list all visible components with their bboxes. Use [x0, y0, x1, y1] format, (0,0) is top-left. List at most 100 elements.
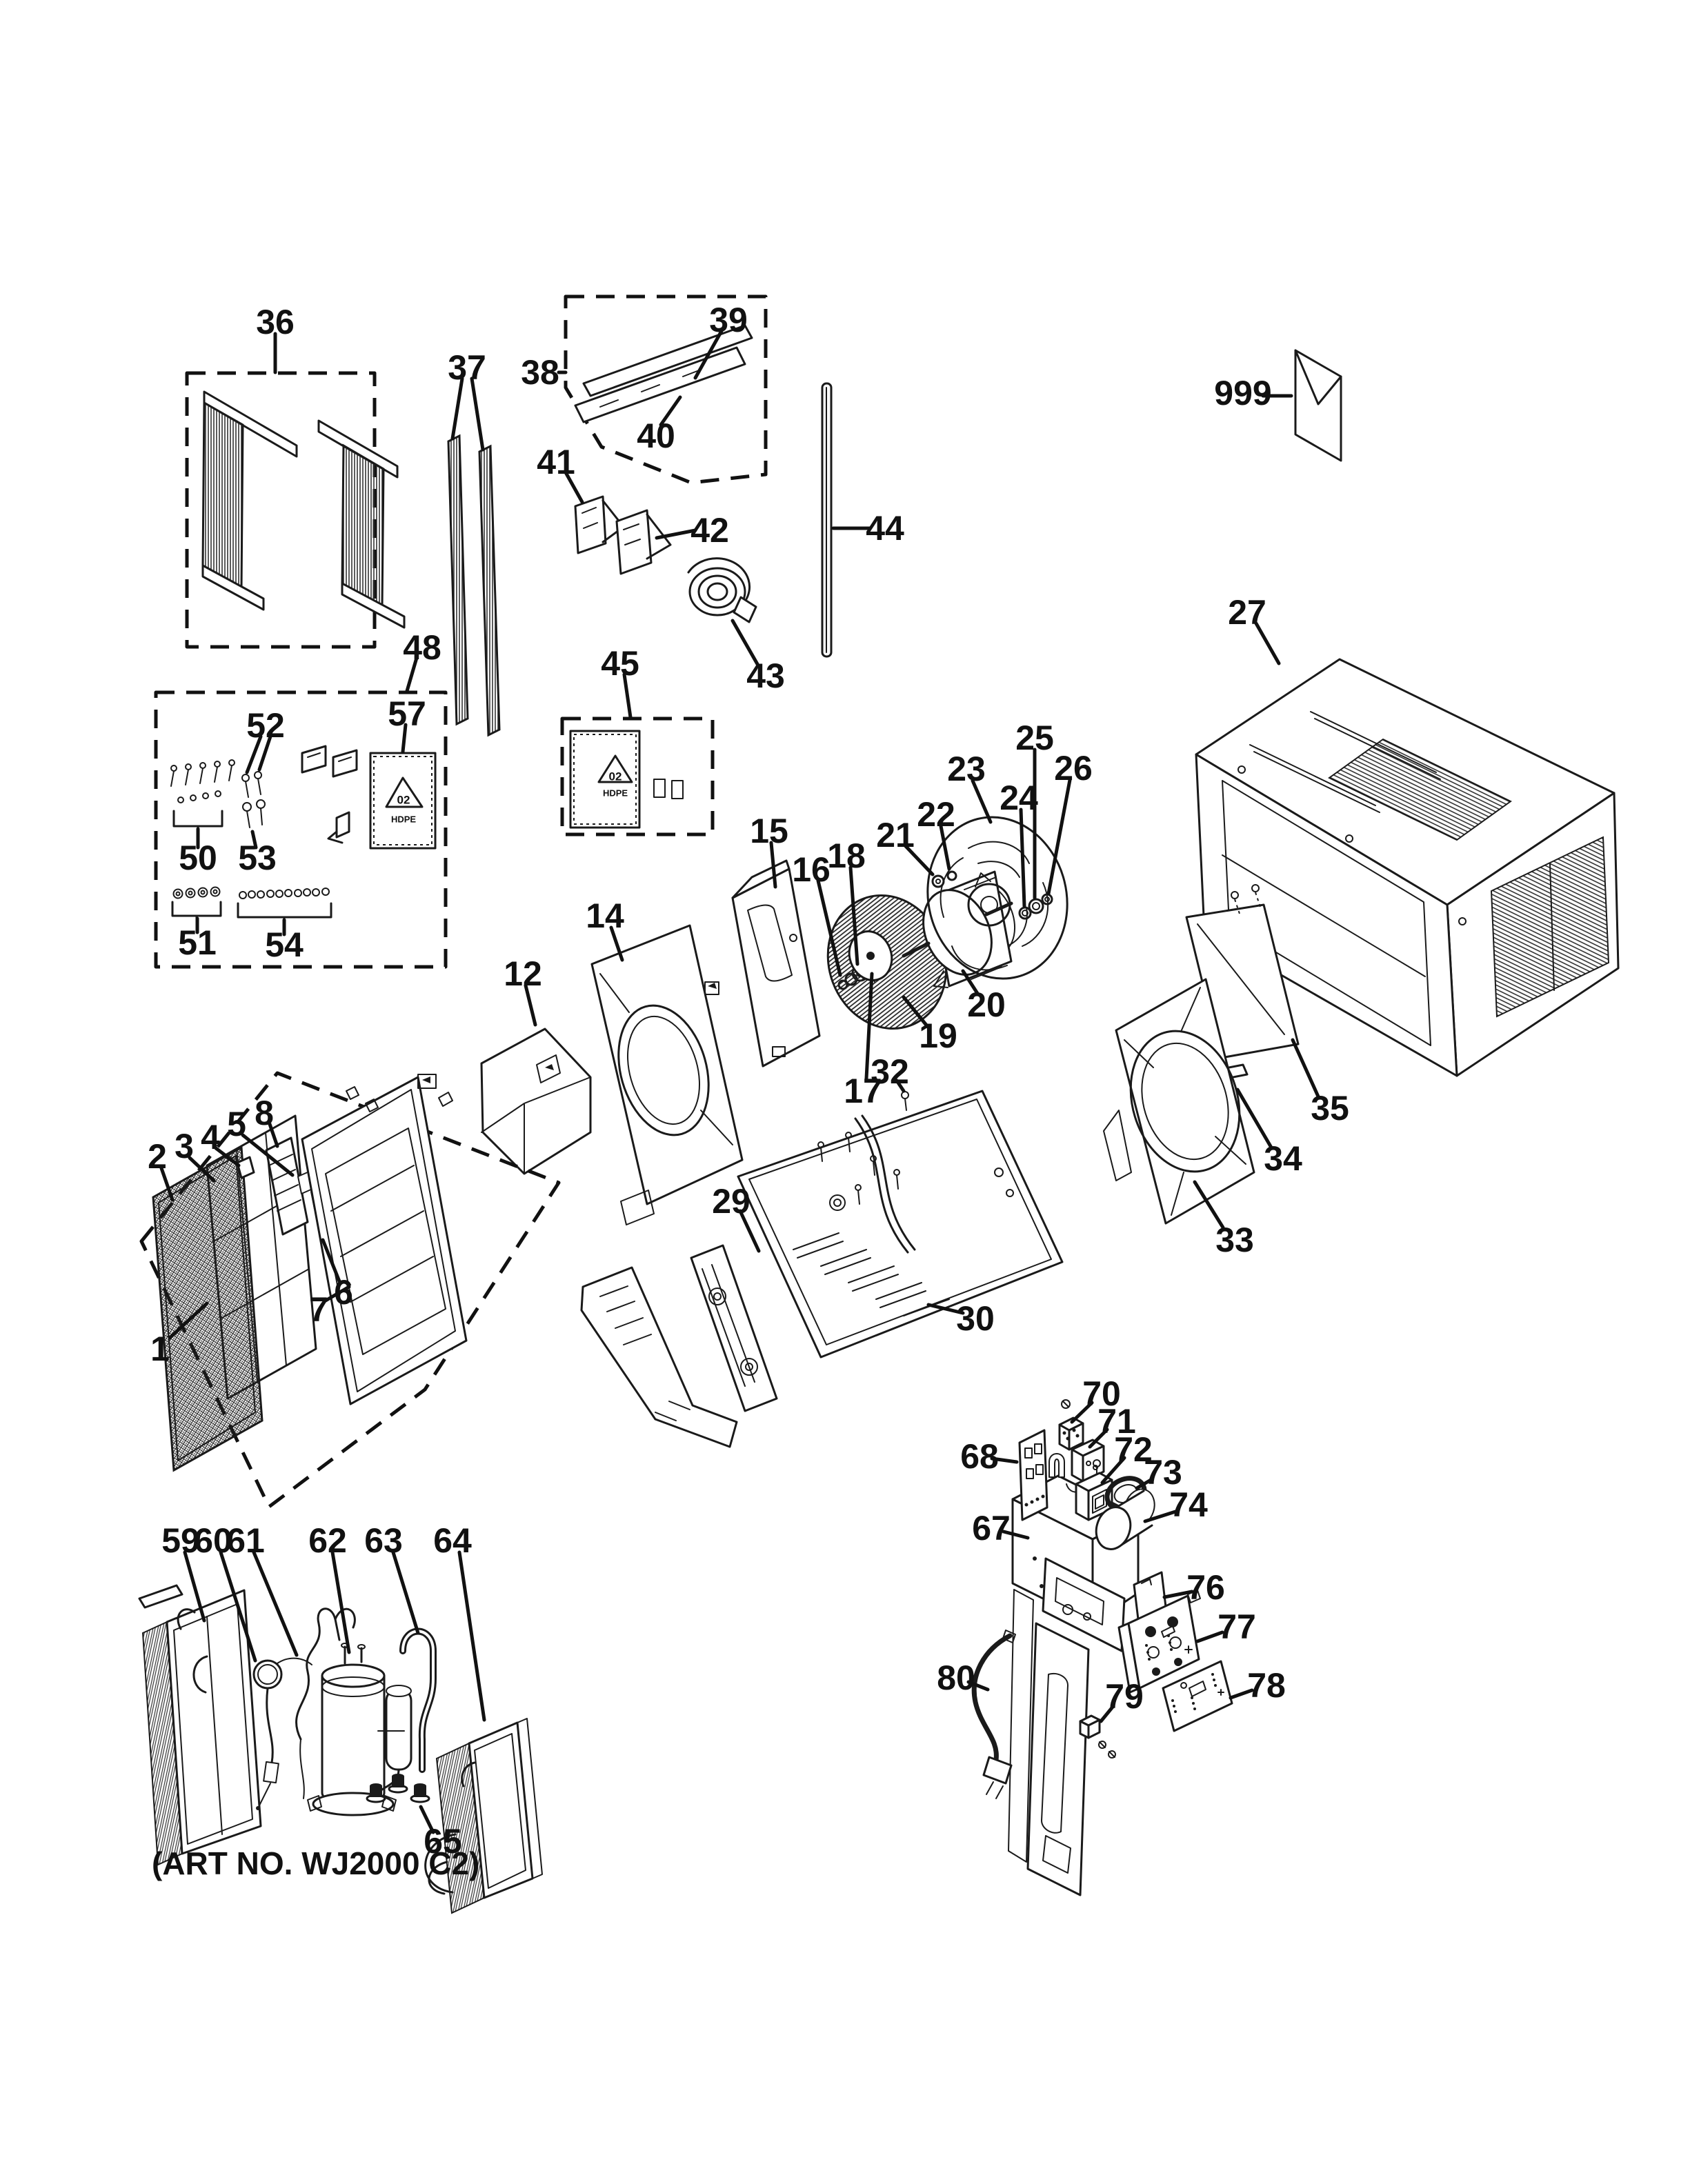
part-label-16: 16	[792, 850, 831, 889]
bracket-79	[1079, 1714, 1116, 1759]
part-label-21: 21	[876, 816, 915, 854]
drain-duct-29	[580, 1244, 778, 1448]
leader-part-78	[1229, 1688, 1254, 1700]
part-label-54: 54	[265, 925, 304, 964]
part-label-76: 76	[1186, 1568, 1225, 1607]
leader-part-33	[1193, 1180, 1225, 1230]
terminal-block-70	[1058, 1399, 1084, 1451]
leader-part-72	[1100, 1456, 1126, 1485]
part-label-33: 33	[1215, 1221, 1254, 1259]
art-number: (ART NO. WJ2000 C2)	[152, 1845, 479, 1881]
leader-part-20	[961, 969, 980, 996]
leader-part-1	[168, 1301, 209, 1340]
part-label-26: 26	[1054, 749, 1093, 788]
part-label-25: 25	[1015, 719, 1054, 757]
part-label-70: 70	[1082, 1374, 1121, 1413]
leader-part-71	[1088, 1427, 1109, 1449]
leader-part-7	[324, 1285, 351, 1303]
fan-orifice-14	[590, 924, 744, 1225]
control-board-68	[1018, 1429, 1048, 1521]
part-label-71: 71	[1097, 1402, 1136, 1441]
part-label-44: 44	[866, 509, 904, 548]
part-label-34: 34	[1264, 1139, 1302, 1178]
leader-part-15	[769, 841, 777, 889]
thermistor-60	[252, 1657, 312, 1810]
front-panel	[301, 1074, 468, 1405]
leader-part-37	[470, 377, 485, 452]
leader-part-76	[1162, 1590, 1194, 1599]
part-label-74: 74	[1169, 1485, 1208, 1524]
leader-part-63	[391, 1550, 420, 1635]
part-label-18: 18	[827, 836, 866, 875]
part-label-32: 32	[871, 1052, 909, 1091]
leader-part-27	[1254, 621, 1281, 665]
part-label-14: 14	[586, 896, 624, 935]
part-label-65: 65	[424, 1822, 462, 1861]
leader-part-17	[864, 972, 874, 1081]
leader-part-77	[1195, 1630, 1224, 1643]
leader-part-8	[268, 1122, 279, 1148]
rail-39	[582, 324, 753, 397]
leader-part-43	[730, 619, 759, 666]
part-label-43: 43	[746, 657, 785, 695]
part-label-36: 36	[256, 303, 295, 341]
fan-motor-20	[902, 870, 1016, 988]
part-label-2: 2	[148, 1137, 167, 1176]
seal-coil-43	[687, 557, 757, 623]
envelope-999	[1294, 349, 1342, 462]
bag-57: 02 HDPE	[369, 752, 437, 850]
leader-part-53	[250, 830, 258, 850]
part-label-77: 77	[1217, 1607, 1256, 1646]
leader-part-68	[990, 1456, 1019, 1464]
part-label-45: 45	[601, 644, 639, 683]
leader-part-70	[1070, 1401, 1094, 1424]
leader-part-21	[903, 843, 935, 876]
screws-52	[241, 771, 262, 798]
fan-shroud-33	[1103, 978, 1255, 1225]
leader-part-22	[939, 824, 951, 871]
part-label-50: 50	[179, 839, 217, 877]
leader-part-2	[159, 1166, 175, 1202]
front-assembly-boundary	[139, 1071, 561, 1509]
part-label-22: 22	[917, 795, 955, 834]
bag57-recycle-code: 02	[397, 794, 410, 807]
part-label-35: 35	[1311, 1089, 1349, 1128]
part-label-57: 57	[388, 694, 426, 733]
leader-part-61	[252, 1550, 299, 1657]
grommets-65	[366, 1774, 430, 1803]
part-label-7: 7	[309, 1290, 328, 1329]
leader-part-29	[738, 1209, 761, 1253]
support-bracket-42	[615, 509, 672, 575]
leader-part-64	[457, 1550, 486, 1722]
part-label-52: 52	[246, 706, 285, 745]
leader-part-60	[219, 1550, 257, 1663]
clip-4	[236, 1156, 255, 1179]
screw-set	[170, 759, 235, 787]
leader-part-79	[1099, 1704, 1115, 1723]
part-label-20: 20	[967, 985, 1006, 1024]
leader-part-14	[609, 925, 624, 962]
part-label-17: 17	[844, 1072, 882, 1110]
part-label-61: 61	[226, 1521, 265, 1560]
part-label-64: 64	[433, 1521, 472, 1560]
leader-part-37	[450, 377, 464, 441]
leader-part-52	[245, 734, 263, 774]
bag57-material: HDPE	[391, 814, 416, 825]
leader-part-26	[1046, 778, 1072, 896]
part-label-23: 23	[947, 750, 986, 788]
part-label-39: 39	[709, 301, 748, 339]
foam-duct-12	[480, 1028, 592, 1175]
leader-part-59	[183, 1550, 206, 1623]
leader-part-32	[895, 1079, 906, 1093]
part-label-12: 12	[504, 954, 542, 993]
part-label-68: 68	[960, 1437, 999, 1476]
bag-kit-45: 02 HDPE	[560, 717, 715, 836]
part-label-27: 27	[1228, 593, 1266, 632]
leader-part-39	[693, 329, 724, 380]
part-label-53: 53	[238, 839, 277, 877]
leader-part-65	[419, 1805, 435, 1834]
part-label-48: 48	[403, 628, 441, 667]
bag45-recycle-code: 02	[609, 770, 622, 783]
part-label-41: 41	[537, 443, 575, 481]
